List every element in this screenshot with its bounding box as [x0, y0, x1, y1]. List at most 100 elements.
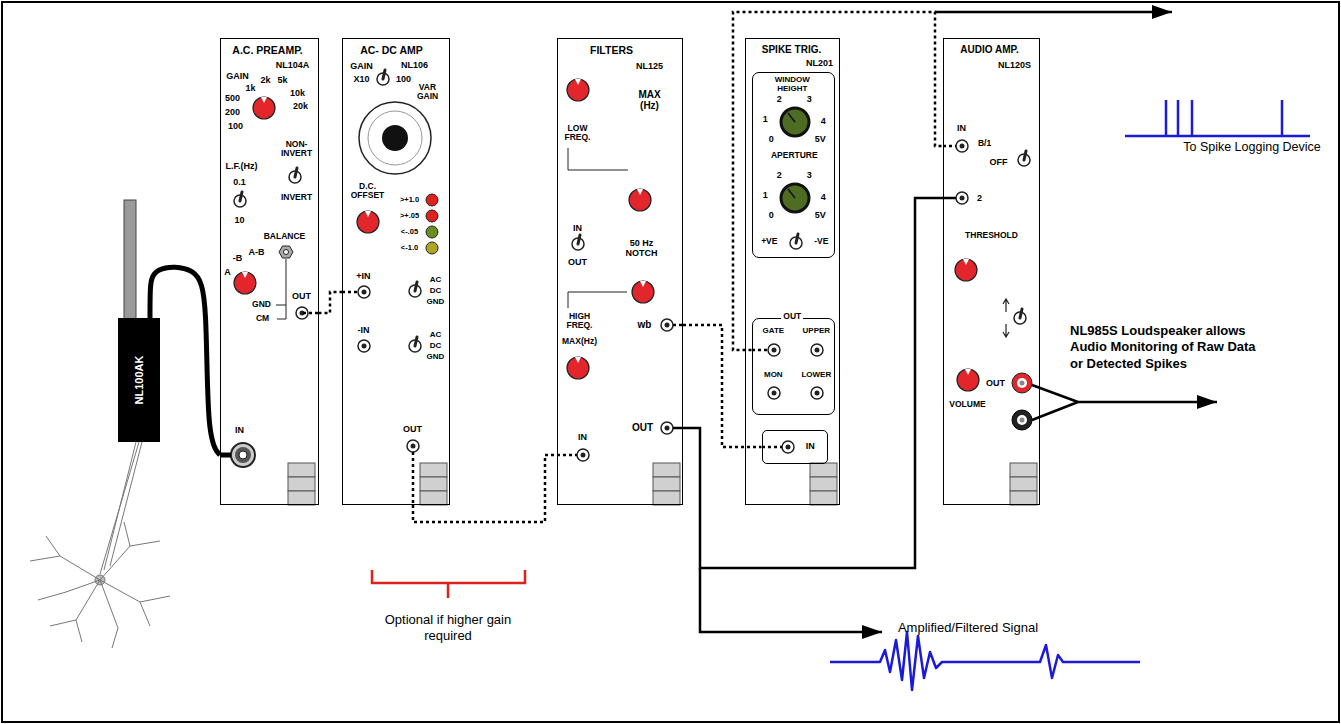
panel-label: A — [224, 266, 231, 276]
panel-label: >+1.0 — [400, 195, 419, 204]
red-knob — [567, 357, 589, 379]
module-handles — [1010, 463, 1037, 505]
gain-dial — [368, 111, 422, 165]
control-group-box: WINDOW HEIGHT012345VAPERTURE012345V+VE-V… — [752, 72, 835, 258]
panel-label: WINDOW HEIGHT — [767, 75, 817, 93]
toggle-switch — [1018, 151, 1030, 166]
balance-trimmer — [276, 246, 293, 319]
output-arrow — [700, 568, 882, 632]
indicator-led — [426, 194, 438, 254]
panel-label: -B — [233, 252, 243, 262]
module-panel: A.C. PREAMP.NL104AGAIN1k2k5k50010k20020k… — [220, 38, 319, 505]
panel-label: -IN — [358, 324, 370, 334]
patch-cable — [150, 267, 220, 455]
panel-label: A.C. PREAMP. — [232, 43, 302, 55]
panel-label: OFF — [990, 156, 1008, 166]
jack-socket — [811, 387, 823, 399]
probe-rod — [124, 200, 136, 320]
audio-output — [1017, 415, 1027, 425]
patch-cable — [733, 12, 943, 350]
output-label: Amplified/Filtered Signal — [898, 620, 1038, 636]
panel-label: MAX (Hz) — [634, 88, 666, 111]
cable-stub — [673, 198, 956, 428]
panel-label: INVERT — [281, 193, 312, 203]
panel-label: MON — [764, 371, 783, 380]
signal-waveform — [830, 632, 1140, 690]
output-label: To Spike Logging Device — [1183, 140, 1321, 156]
output-group-box: OUTGATEUPPERMONLOWER — [752, 318, 835, 415]
balance-trimmer — [279, 246, 293, 258]
module-handles — [810, 463, 837, 505]
gain-dial — [359, 102, 431, 174]
module-panel: AUDIO AMP.NL120SINB/1OFF2THRESHOLDVOLUME… — [943, 38, 1040, 505]
jack-socket — [956, 140, 968, 152]
panel-label: VAR GAIN — [415, 83, 441, 103]
panel-label: 0.1 — [233, 176, 246, 186]
patch-cable — [413, 455, 557, 522]
range-bracket — [568, 148, 628, 170]
jack-socket — [296, 140, 968, 461]
red-knob — [629, 189, 651, 211]
panel-label: 4 — [821, 116, 826, 126]
optional-bracket — [372, 570, 525, 598]
bnc-input — [231, 443, 255, 467]
toggle-switch — [572, 235, 584, 250]
panel-label: 2k — [260, 74, 270, 84]
panel-label: <-.05 — [401, 227, 418, 236]
callout-text: NL985S Loudspeaker allows Audio Monitori… — [1070, 323, 1260, 372]
input-jack-box: IN — [762, 430, 828, 464]
direction-arrows — [1003, 324, 1009, 337]
panel-label: SPIKE TRIG. — [762, 44, 821, 56]
panel-label: 10k — [290, 87, 305, 97]
audio-output — [1012, 373, 1032, 430]
panel-label: AUDIO AMP. — [960, 44, 1018, 56]
panel-label: IN — [235, 424, 244, 434]
gain-dial — [359, 102, 431, 174]
panel-label: 2 — [777, 94, 782, 104]
green-dial — [781, 108, 809, 136]
module-panel: WINDOW HEIGHT012345VAPERTURE012345V+VE-V… — [745, 38, 840, 505]
indicator-led — [426, 226, 438, 238]
audio-output — [1012, 373, 1032, 393]
panel-label: LOW FREQ. — [561, 124, 595, 144]
panel-label: IN — [573, 222, 582, 232]
audio-output — [1020, 418, 1025, 423]
panel-label: GND — [427, 297, 445, 306]
panel-label: A-B — [249, 246, 265, 256]
panel-label: >+.05 — [400, 211, 419, 220]
panel-label: 0 — [769, 210, 774, 220]
toggle-switch — [409, 282, 421, 297]
panel-label: DC — [430, 286, 442, 295]
panel-label: OUT — [403, 423, 422, 433]
toggle-switch — [234, 192, 246, 207]
panel-label: 1k — [245, 82, 255, 92]
spike-train — [1125, 100, 1310, 136]
panel-label: 1 — [763, 190, 768, 200]
output-arrow — [1078, 401, 1217, 404]
red-knob — [957, 369, 979, 391]
jack-socket — [296, 307, 308, 319]
signal-waveform — [830, 632, 1140, 690]
panel-label: D.C. OFFSET — [348, 182, 388, 202]
panel-label: 200 — [225, 106, 240, 116]
toggle-switch — [377, 70, 389, 85]
panel-label: 1 — [763, 114, 768, 124]
module-handles — [288, 463, 315, 505]
cable-stub — [303, 146, 956, 505]
output-arrow — [700, 12, 1217, 632]
balance-trimmer — [284, 250, 289, 255]
module-panel: FILTERSNL125MAX (Hz)LOW FREQ.IN50 Hz NOT… — [557, 38, 683, 505]
panel-label: AC — [430, 275, 442, 284]
panel-label: 50 Hz NOTCH — [620, 237, 664, 258]
jack-socket — [358, 340, 370, 352]
panel-label: 5k — [277, 74, 287, 84]
panel-label: OUT — [986, 377, 1005, 387]
range-bracket — [568, 292, 627, 308]
panel-label: NL201 — [806, 57, 833, 67]
red-knob — [632, 281, 654, 303]
module-handles — [653, 463, 680, 505]
panel-label: 20k — [293, 100, 308, 110]
panel-label: +IN — [356, 270, 370, 280]
green-dial — [781, 184, 809, 212]
